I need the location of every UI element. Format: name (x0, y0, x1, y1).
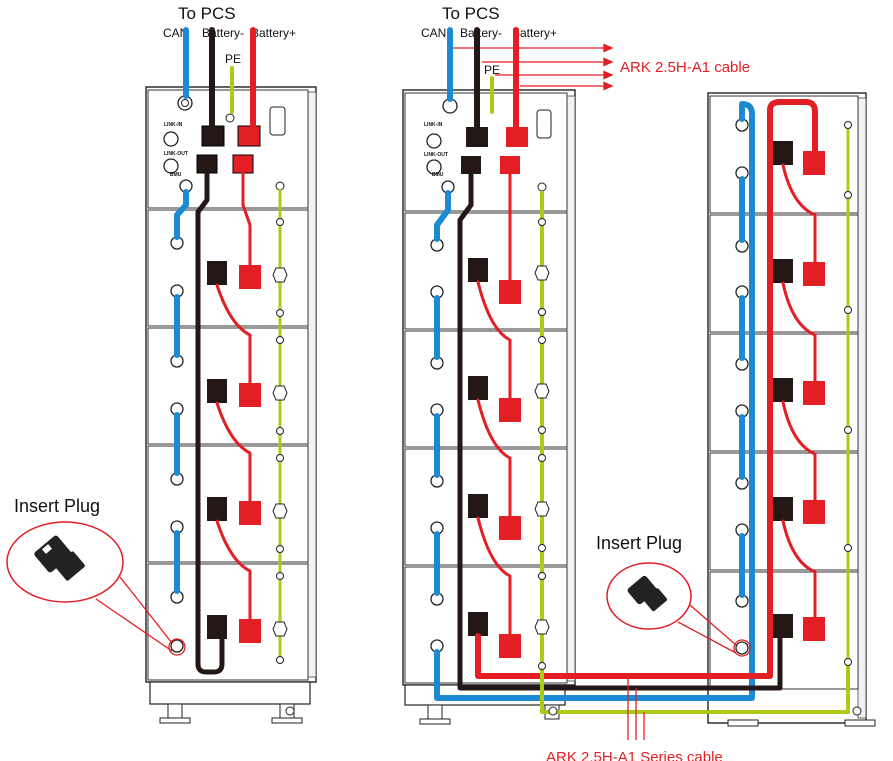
insert-plug-icon-right (627, 575, 667, 612)
left-bmu-unit: LINK-IN LINK-OUT BMU (147, 89, 309, 209)
left-cables (174, 27, 282, 675)
insert-plug-callout-left: Insert Plug (6, 496, 186, 656)
pe-label-right: PE (484, 63, 500, 77)
battery-minus-label-left: Battery- (202, 26, 244, 40)
middle-bmu-unit: LINK-IN LINK-OUT BMU (404, 92, 568, 212)
bmu-label: BMU (170, 172, 182, 178)
middle-module-connectors (468, 258, 521, 658)
link-in-label-mid: LINK-IN (424, 122, 443, 128)
to-pcs-label-right: To PCS (442, 4, 500, 23)
can-label-right: CAN (421, 26, 446, 40)
insert-plug-label-right: Insert Plug (596, 533, 682, 553)
left-header: To PCS CAN Battery- Battery+ PE (163, 4, 296, 66)
left-battery-stack: LINK-IN LINK-OUT BMU (145, 86, 317, 724)
insert-plug-callout-right: Insert Plug (596, 533, 751, 657)
pe-label-left: PE (225, 52, 241, 66)
to-pcs-label-left: To PCS (178, 4, 236, 23)
right-module-connectors (773, 141, 825, 641)
battery-plus-label-right: Battery+ (512, 26, 557, 40)
left-link-ports (170, 236, 184, 653)
ground-screws (285, 706, 862, 716)
ark-series-cable-label: ARK 2.5H-A1 Series cable (546, 749, 723, 761)
right-pe-terminals (534, 121, 852, 670)
bmu-label-mid: BMU (432, 172, 444, 178)
ark-cable-callout (448, 43, 614, 91)
series-cable-callout (627, 676, 645, 740)
battery-plus-label-left: Battery+ (251, 26, 296, 40)
left-module-connectors (207, 261, 261, 643)
left-pe-terminals (272, 218, 288, 664)
right-header: To PCS CAN Battery- Battery+ PE (421, 4, 557, 77)
series-cables (434, 27, 850, 714)
link-out-label: LINK-OUT (164, 151, 188, 157)
link-in-label: LINK-IN (164, 122, 183, 128)
can-label-left: CAN (163, 26, 188, 40)
ark-cable-label: ARK 2.5H-A1 cable (620, 59, 750, 76)
insert-plug-label-left: Insert Plug (14, 496, 100, 516)
link-out-label-mid: LINK-OUT (424, 152, 448, 158)
insert-plug-icon-left (34, 535, 85, 581)
middle-battery-stack: LINK-IN LINK-OUT BMU (402, 89, 576, 725)
battery-minus-label-right: Battery- (460, 26, 502, 40)
